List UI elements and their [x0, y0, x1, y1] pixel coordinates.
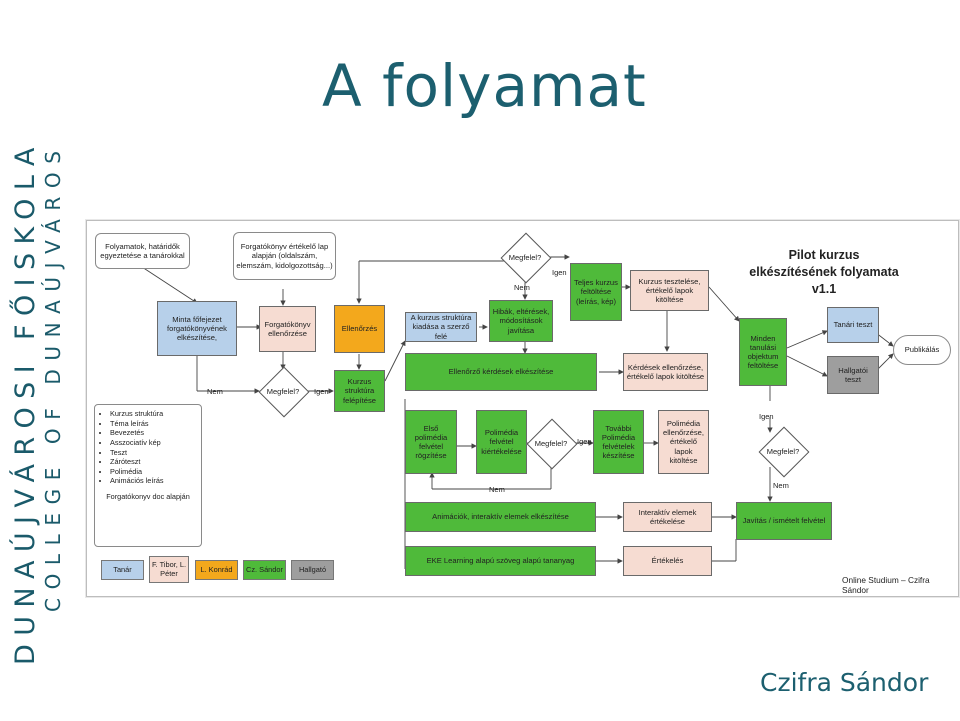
edge-label-igen1: Igen — [314, 387, 329, 396]
box-polimedia-ert: Polimédia felvétel kiértékelése — [476, 410, 527, 474]
box-kerdesek-ell: Kérdések ellenőrzése, értékelő lapok kit… — [623, 353, 708, 391]
diagram-credit: Online Studium – Czifra Sándor — [842, 575, 930, 595]
decision-d3: Megfelel? — [526, 418, 578, 470]
content-list-item: Polimédia — [110, 467, 195, 477]
content-list: Kurzus struktúraTéma leírásBevezetésAssz… — [94, 404, 202, 547]
box-teszt: Kurzus tesztelése, értékelő lapok kitölt… — [630, 270, 709, 311]
edge-label-igen2: Igen — [552, 268, 567, 277]
edge-start-minta — [141, 266, 198, 304]
content-list-item: Asszociatív kép — [110, 438, 195, 448]
box-javitas: Javítás / ismételt felvétel — [736, 502, 832, 540]
box-interaktiv: Interaktív elemek értékelése — [623, 502, 712, 532]
legend-sandor: Cz. Sándor — [243, 560, 286, 580]
box-minden: Minden tanulási objektum feltöltése — [739, 318, 787, 386]
content-list-item: Záróteszt — [110, 457, 195, 467]
box-ellenorzes: Ellenőrzés — [334, 305, 385, 353]
college-name-hungarian: DUNAÚJVÁROSI FŐISKOLA — [10, 139, 41, 665]
box-forgatokonyv-lap: Forgatókönyv értékelő lap alapján (oldal… — [233, 232, 336, 280]
decision-d1: Megfelel? — [258, 366, 310, 418]
box-polimedia-ell: Polimédia ellenőrzése, értékelő lapok ki… — [658, 410, 709, 474]
box-hallgatoi: Hallgatói teszt — [827, 356, 879, 394]
edge-label-nem1: Nem — [207, 387, 223, 396]
author-name: Czifra Sándor — [760, 668, 929, 697]
college-name-english: COLLEGE OF DUNAÚJVÁROS — [41, 142, 65, 612]
box-folyamatok: Folyamatok, határidők egyeztetése a taná… — [95, 233, 190, 269]
edge-label-nem4: Nem — [773, 481, 789, 490]
box-tovabbi: További Polimédia felvételek készítése — [593, 410, 644, 474]
box-ellenorzo: Ellenőrző kérdések elkészítése — [405, 353, 597, 391]
legend-konrad: L. Konrád — [195, 560, 238, 580]
edge-label-nem2: Nem — [514, 283, 530, 292]
diagram-title: Pilot kurzus elkészítésének folyamata v1… — [749, 248, 899, 296]
legend-tanar: Tanár — [101, 560, 144, 580]
process-flowchart: Folyamatok, határidők egyeztetése a taná… — [86, 220, 959, 597]
box-tanari: Tanári teszt — [827, 307, 879, 343]
box-kiadasa: A kurzus struktúra kiadása a szerző felé — [405, 312, 477, 342]
content-list-item: Animációs leírás — [110, 476, 195, 486]
content-list-item: Bevezetés — [110, 428, 195, 438]
box-minta: Minta főfejezet forgatókönyvének elkészí… — [157, 301, 237, 356]
edge-strukt-kiad — [384, 340, 406, 382]
content-list-item: Teszt — [110, 448, 195, 458]
decision-d4: Megfelel? — [758, 426, 810, 478]
college-name-vertical: DUNAÚJVÁROSI FŐISKOLA COLLEGE OF DUNAÚJV… — [0, 0, 80, 721]
edge-label-nem3: Nem — [489, 485, 505, 494]
edge-label-igen4: Igen — [759, 412, 774, 421]
legend-hallgato: Hallgató — [291, 560, 334, 580]
decision-d2: Megfelel? — [500, 232, 552, 284]
content-list-item: Kurzus struktúra — [110, 409, 195, 419]
box-elso: Első polimédia felvétel rögzítése — [405, 410, 457, 474]
box-kurzus-strukt: Kurzus struktúra felépítése — [334, 370, 385, 412]
edge-label-igen3: Igen — [577, 437, 592, 446]
content-note: Forgatókonyv doc alapján — [106, 492, 190, 501]
box-eke: EKE Learning alapú szöveg alapú tananyag — [405, 546, 596, 576]
legend-tibor: F. Tibor, L. Péter — [149, 556, 189, 583]
box-teljes: Teljes kurzus feltöltése (leírás, kép) — [570, 263, 622, 321]
box-animaciok: Animációk, interaktív elemek elkészítése — [405, 502, 596, 532]
box-publikalas: Publikálás — [893, 335, 951, 365]
box-hibak: Hibák, eltérések, módosítások javítása — [489, 300, 553, 342]
box-forg-ellenorzese: Forgatókönyv ellenőrzése — [259, 306, 316, 352]
content-list-item: Téma leírás — [110, 419, 195, 429]
box-ertekeles: Értékelés — [623, 546, 712, 576]
page-title: A folyamat — [322, 52, 647, 120]
